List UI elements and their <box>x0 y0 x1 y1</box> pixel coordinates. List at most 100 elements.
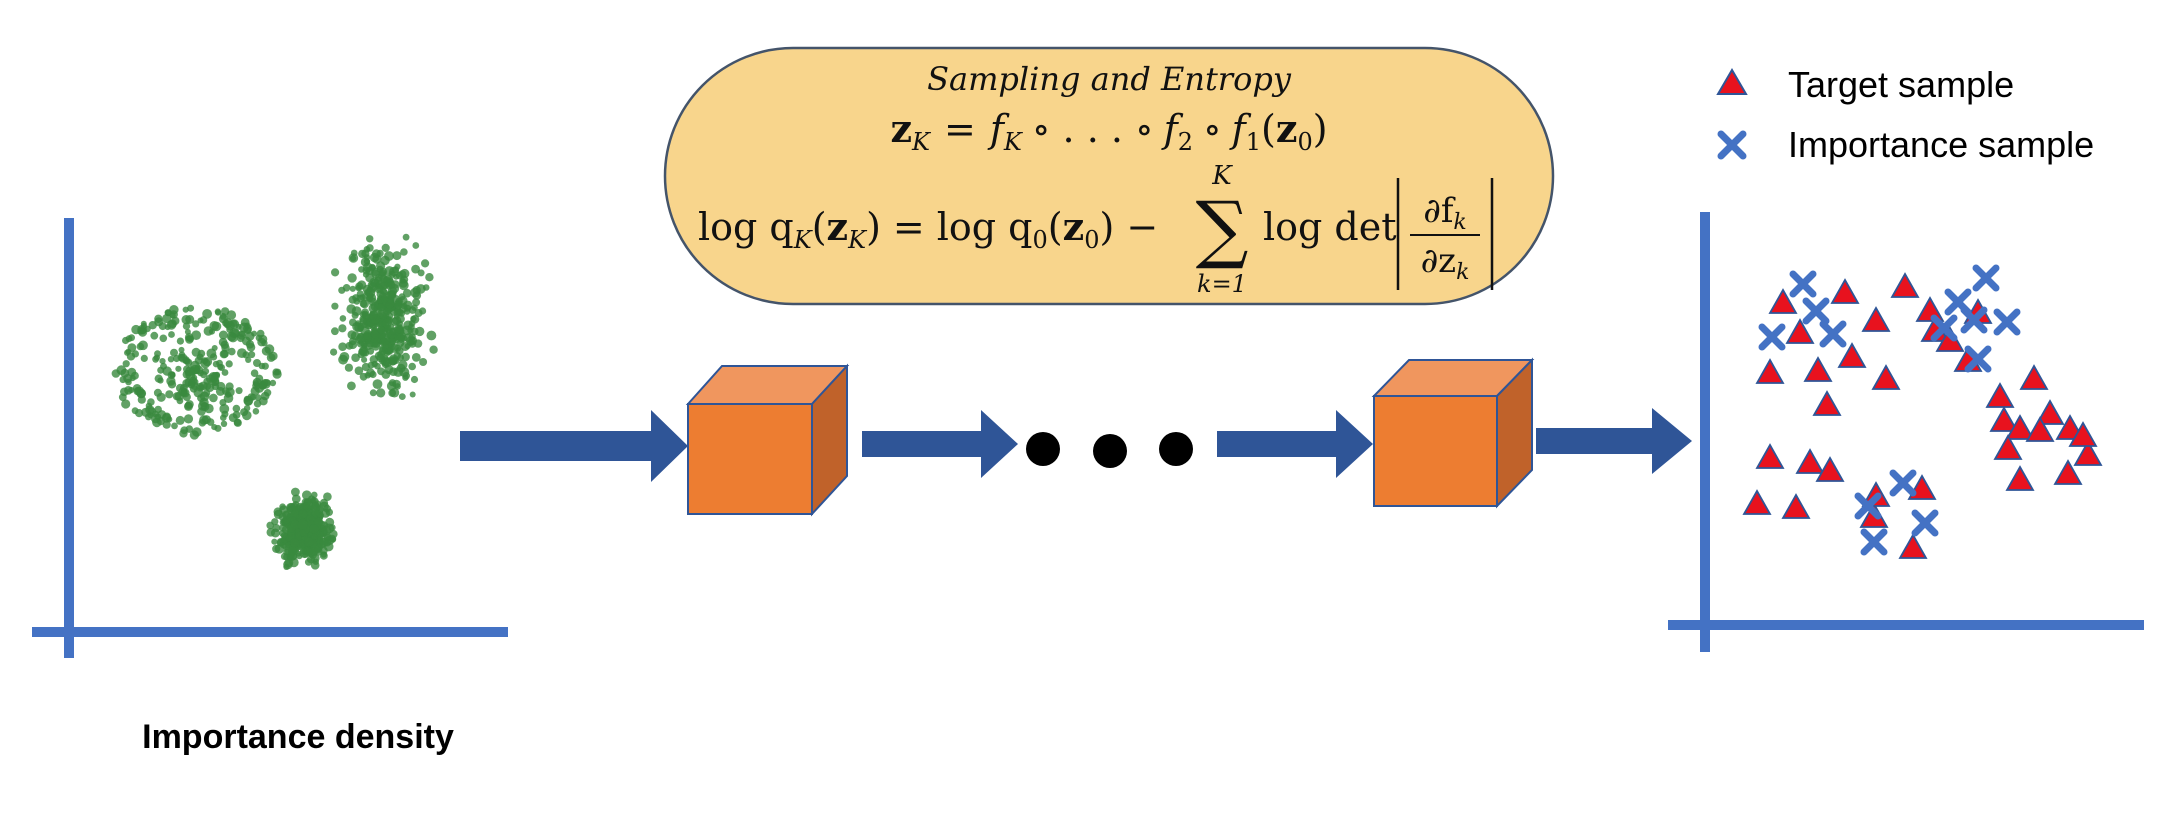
target-sample-marker <box>1898 533 1928 559</box>
density-point <box>393 273 400 280</box>
density-point <box>408 319 416 327</box>
density-point <box>255 334 263 342</box>
density-point <box>396 314 405 324</box>
density-point <box>290 502 299 511</box>
density-point <box>298 509 308 519</box>
density-point <box>259 396 268 406</box>
density-point <box>233 418 242 427</box>
density-point <box>398 393 406 400</box>
density-point <box>304 558 313 566</box>
density-point <box>306 548 315 558</box>
density-point <box>179 429 188 438</box>
density-point <box>165 390 174 399</box>
density-point <box>154 314 163 323</box>
density-point <box>156 392 166 402</box>
density-point <box>349 285 356 292</box>
density-point <box>371 341 381 351</box>
density-point <box>409 391 416 398</box>
density-point <box>223 321 231 329</box>
density-point <box>389 290 397 298</box>
density-point <box>136 389 146 399</box>
density-point <box>180 389 188 397</box>
density-point <box>416 284 426 294</box>
target-sample-marker <box>1803 356 1833 382</box>
density-point <box>412 291 422 300</box>
density-point <box>138 340 148 351</box>
density-point <box>319 551 328 560</box>
density-point <box>357 280 367 290</box>
density-point <box>389 367 398 377</box>
importance-sample-marker <box>1889 469 1917 497</box>
density-point <box>360 349 368 357</box>
target-sample-marker <box>1861 306 1891 332</box>
density-point <box>359 300 368 308</box>
density-point <box>366 244 374 252</box>
density-point <box>400 248 408 256</box>
density-point <box>344 363 353 372</box>
density-point <box>367 347 375 355</box>
density-point <box>248 351 256 359</box>
density-point <box>200 358 211 369</box>
density-point <box>141 407 151 417</box>
density-point <box>245 356 252 363</box>
density-point <box>339 315 347 322</box>
density-point <box>176 337 184 345</box>
density-point <box>219 349 229 359</box>
density-point <box>377 367 385 376</box>
density-point <box>182 322 191 330</box>
density-point <box>426 330 437 341</box>
importance-sample-marker <box>1993 308 2021 336</box>
target-sample-marker <box>1985 382 2015 408</box>
density-point <box>328 524 336 532</box>
dot-1 <box>1026 432 1060 466</box>
density-point <box>192 320 200 328</box>
flow-arrows <box>460 408 1692 482</box>
density-point <box>145 402 153 409</box>
density-point <box>118 393 127 402</box>
density-point <box>185 425 194 433</box>
importance-density-caption: Importance density <box>142 718 454 756</box>
density-point <box>392 251 402 261</box>
importance-sample-marker <box>1930 314 1958 342</box>
density-point <box>356 340 364 348</box>
density-point <box>232 404 241 413</box>
importance-sample-markers <box>1758 264 2021 556</box>
density-point <box>352 321 362 332</box>
density-point <box>323 492 332 502</box>
target-sample-marker <box>2073 440 2103 466</box>
density-point <box>243 395 254 406</box>
density-point <box>412 298 421 307</box>
importance-sample-marker <box>1860 528 1888 556</box>
ellipsis-dots <box>1026 432 1193 468</box>
density-point <box>177 353 185 361</box>
density-point <box>381 243 390 252</box>
density-point <box>218 337 228 347</box>
density-point <box>128 334 136 342</box>
density-point <box>166 376 176 386</box>
density-point <box>408 362 417 371</box>
density-point <box>131 324 141 335</box>
density-point <box>228 347 236 356</box>
density-point <box>364 340 374 350</box>
density-point <box>412 242 420 249</box>
importance-sample-marker <box>1972 264 2000 292</box>
density-point <box>162 412 171 421</box>
density-point <box>282 516 291 524</box>
density-point <box>157 377 164 384</box>
density-point <box>379 274 388 283</box>
density-point <box>159 358 166 365</box>
density-point <box>220 420 228 427</box>
density-point <box>269 379 277 387</box>
density-point <box>131 407 139 415</box>
density-point <box>338 342 347 352</box>
density-point <box>376 303 385 312</box>
density-point <box>347 273 357 283</box>
density-point <box>347 381 356 391</box>
density-point <box>237 348 247 358</box>
summation-symbol: ∑ <box>1196 186 1249 272</box>
density-point <box>403 308 411 315</box>
density-point <box>366 293 377 303</box>
density-point <box>323 541 334 552</box>
density-point <box>193 387 204 398</box>
density-point <box>351 353 360 363</box>
